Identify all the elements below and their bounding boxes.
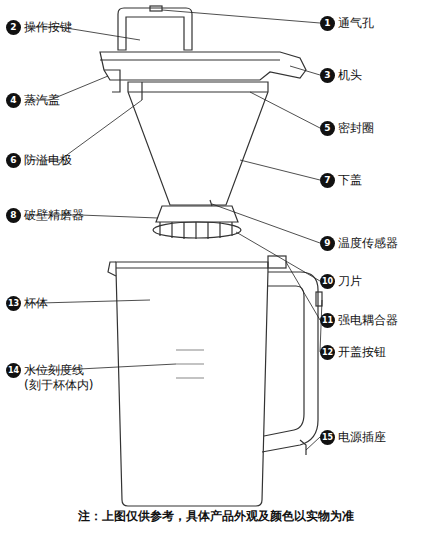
callout: 13杯体 [6,296,96,311]
caption: 注：上图仅供参考，具体产品外观及颜色以实物为准 [0,508,432,525]
callout: 1通气孔 [320,16,410,31]
callout-number: 5 [320,121,335,136]
callout: 14水位刻度线 (刻于杯体内) [6,363,96,393]
handle [118,8,192,50]
anti-overflow-electrode [141,82,142,100]
callout: 10刀片 [320,274,410,289]
vent-hole [150,6,162,11]
steam-cover [104,70,120,92]
blade-ring [153,222,241,238]
callout: 12开盖按钮 [320,345,410,360]
water-scale [176,350,204,378]
callout-number: 7 [320,173,335,188]
temperature-sensor [210,200,212,206]
power-socket [300,440,306,455]
machine-head [100,52,306,80]
cup-body [116,262,268,506]
part-name: 杯体 [24,296,48,311]
part-name: 密封圈 [338,121,374,136]
callout-number: 4 [6,93,21,108]
callout-number: 11 [320,313,335,328]
callout-number: 14 [6,363,21,378]
callout-number: 15 [320,430,335,445]
part-name: 蒸汽盖 [24,93,60,108]
callout-number: 9 [320,236,335,251]
part-name: 破壁精磨器 [24,208,84,223]
part-name: 刀片 [338,274,362,289]
callout: 9温度传感器 [320,236,420,251]
callout-number: 6 [6,153,21,168]
callout: 6防溢电极 [6,153,96,168]
part-name: 强电耦合器 [338,313,398,328]
callout-number: 12 [320,345,335,360]
seal-ring [128,91,268,92]
power-coupler [268,256,286,268]
lower-cover [128,82,268,205]
callout-number: 2 [6,20,21,35]
callout: 7下盖 [320,173,410,188]
callout-number: 3 [320,68,335,83]
callout: 15电源插座 [320,430,410,445]
part-name: 操作按键 [24,20,72,35]
callout-number: 10 [320,274,335,289]
callout-number: 8 [6,208,21,223]
part-name: 下盖 [338,173,362,188]
part-name: 水位刻度线 (刻于杯体内) [24,363,96,393]
callout-number: 1 [320,16,335,31]
cup-spout [108,262,116,276]
part-name: 电源插座 [338,430,386,445]
cup-handle [262,272,318,452]
part-name: 开盖按钮 [338,345,386,360]
callout: 2操作按键 [6,20,96,35]
part-name: 通气孔 [338,16,374,31]
callout: 11强电耦合器 [320,313,420,328]
part-name: 机头 [338,68,362,83]
part-name: 温度传感器 [338,236,398,251]
grinder [156,206,238,222]
lid-open-button [316,292,322,306]
cup-rim [116,267,268,268]
head-line [100,59,280,60]
part-name: 防溢电极 [24,153,72,168]
grinder-teeth [160,222,232,239]
callout: 3机头 [320,68,410,83]
callout-number: 13 [6,296,21,311]
callout: 5密封圈 [320,121,410,136]
callout: 8破壁精磨器 [6,208,106,223]
callout: 4蒸汽盖 [6,93,96,108]
